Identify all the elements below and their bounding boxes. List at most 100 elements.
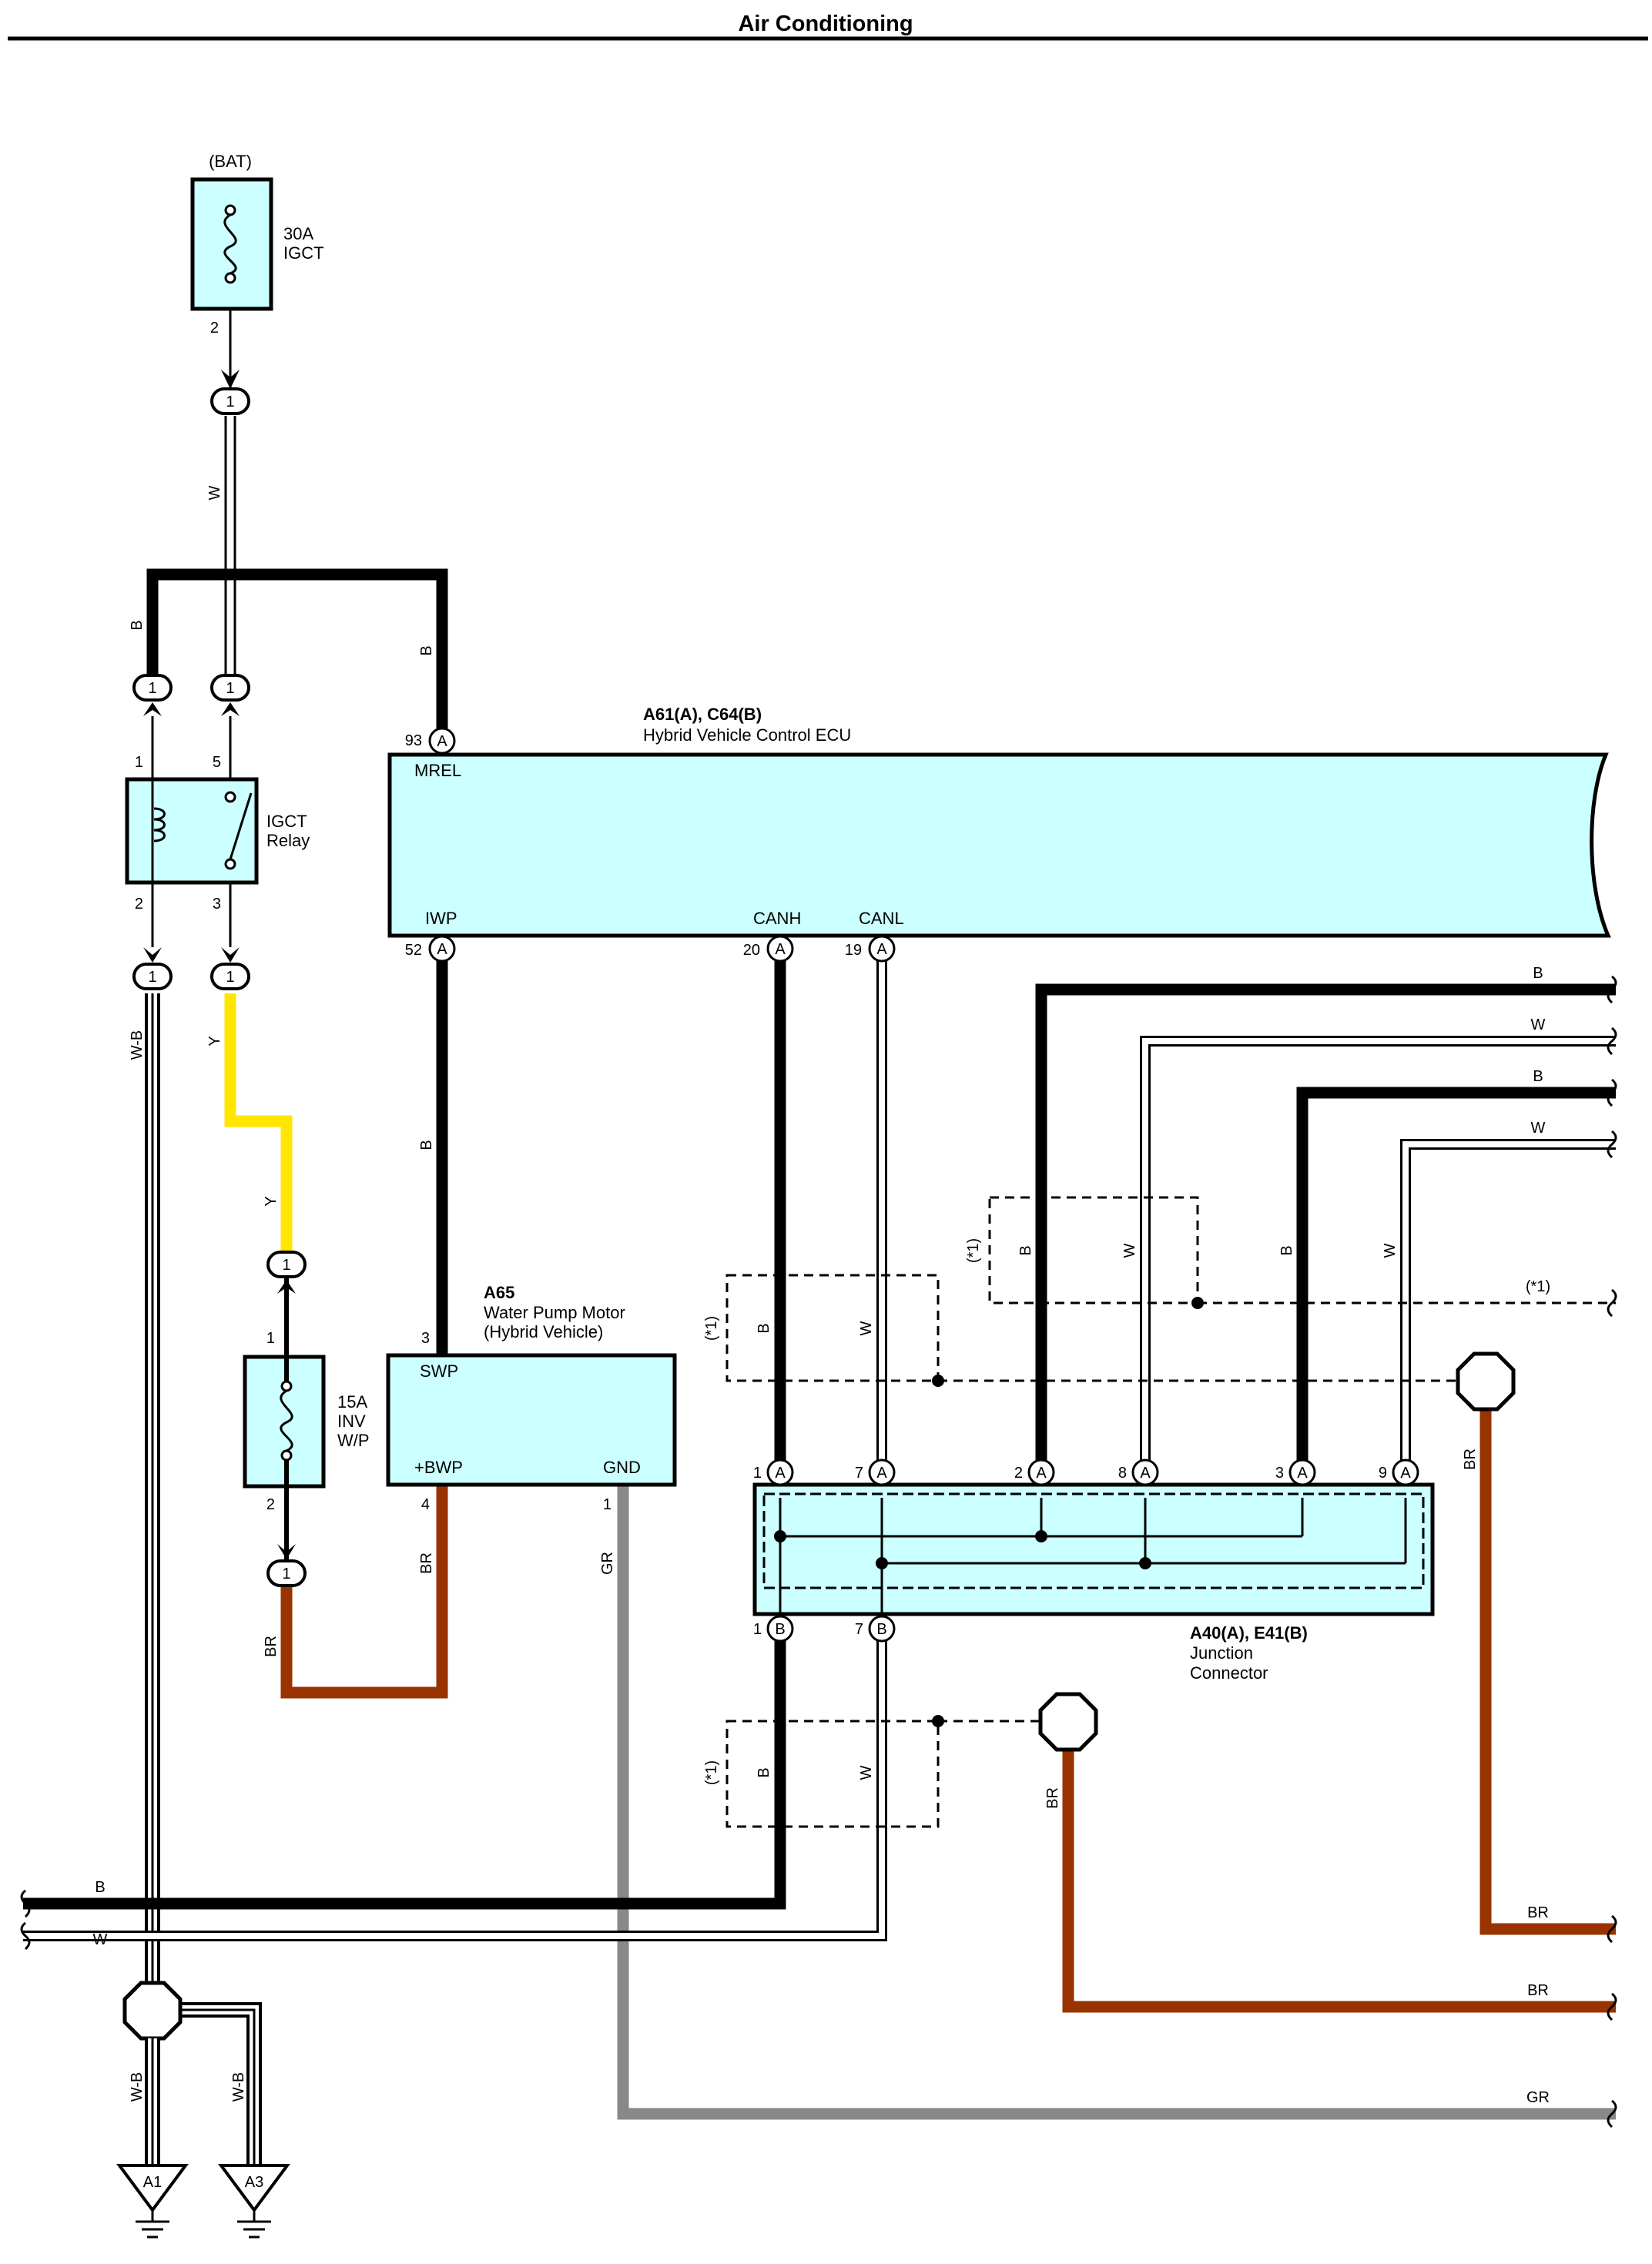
svg-text:W-B: W-B [129, 1030, 146, 1060]
shield-box-top-left [725, 1274, 1463, 1387]
relay-pin-3: 3 [213, 896, 221, 913]
fuse-igct: (BAT) 30A IGCT 2 [190, 152, 324, 389]
pump-pin-1: 1 [603, 1496, 612, 1513]
svg-text:A: A [437, 941, 447, 958]
svg-text:BR: BR [1527, 1982, 1549, 1999]
inline-connector-fuse-bottom: 1 [266, 1559, 307, 1587]
junction-name-1: Junction [1190, 1643, 1253, 1663]
svg-text:19: 19 [845, 942, 862, 959]
svg-text:W: W [93, 1931, 108, 1948]
svg-text:W: W [206, 485, 223, 500]
wire-color-labels: W B B W-B Y Y B BR BR GR B W B W B W BR … [93, 485, 1551, 2106]
junction-pin-a8: A 8 [1118, 1459, 1159, 1486]
junction-name-2: Connector [1190, 1663, 1268, 1683]
junction-connector: A40(A), E41(B) Junction Connector [752, 1482, 1435, 1683]
svg-text:B: B [756, 1323, 772, 1333]
wire-y-relay-fuse [224, 993, 293, 1252]
relay-label-2: Relay [266, 831, 310, 850]
svg-text:BR: BR [1527, 1904, 1549, 1921]
svg-text:9: 9 [1379, 1465, 1387, 1482]
relay-pin-1: 1 [135, 754, 143, 771]
wire-b-relay-mrel [146, 568, 448, 728]
svg-text:W: W [858, 1765, 875, 1780]
shield-ground-point-top [1456, 1351, 1516, 1412]
relay-label-1: IGCT [266, 812, 307, 831]
ecu-pin-52: A 52 [405, 935, 456, 963]
svg-text:8: 8 [1118, 1465, 1127, 1482]
svg-text:A: A [1297, 1465, 1308, 1482]
ecu-pin-19: A 19 [845, 935, 896, 963]
svg-text:(*1): (*1) [965, 1238, 982, 1263]
svg-text:B: B [876, 1621, 886, 1638]
wire-br-fuse-pump [280, 1486, 448, 1699]
svg-text:Y: Y [263, 1196, 280, 1206]
ecu-pin-93: A 93 [405, 727, 456, 755]
svg-text:1: 1 [148, 680, 156, 697]
ecu-terminal-iwp: IWP [425, 909, 457, 928]
wire-w-a8-right [1140, 1036, 1616, 1472]
svg-text:A: A [876, 1465, 887, 1482]
relay-connector-arrows [143, 702, 296, 1559]
svg-text:BR: BR [418, 1552, 435, 1574]
page-title: Air Conditioning [738, 12, 913, 36]
svg-text:W: W [858, 1321, 875, 1335]
svg-text:93: 93 [405, 732, 422, 749]
svg-text:B: B [129, 620, 146, 630]
fuse-name-label: IGCT [283, 243, 324, 263]
svg-text:W: W [1531, 1016, 1546, 1033]
fuse-inv-line3: W/P [337, 1431, 370, 1450]
svg-text:BR: BR [1462, 1448, 1479, 1470]
relay-igct: IGCT Relay 1 5 2 3 [125, 716, 310, 947]
svg-text:1: 1 [148, 969, 156, 986]
svg-text:1: 1 [226, 969, 234, 986]
inline-connector-w-top: 1 [210, 387, 250, 415]
ground-junction-point [122, 1981, 183, 2041]
ecu-terminal-canh: CANH [753, 909, 801, 928]
junction-code: A40(A), E41(B) [1190, 1623, 1308, 1643]
svg-text:52: 52 [405, 942, 422, 959]
relay-pin-5: 5 [213, 754, 221, 771]
shield-box-top-right [988, 1196, 1616, 1309]
fuse-inv-pin-bottom: 2 [266, 1496, 275, 1513]
svg-text:W-B: W-B [129, 2072, 146, 2102]
wire-b-a3-right [1296, 1087, 1616, 1472]
pump-code: A65 [484, 1283, 514, 1302]
ecu-name: Hybrid Vehicle Control ECU [643, 725, 851, 745]
svg-text:B: B [775, 1621, 785, 1638]
bat-pin-label: 2 [210, 320, 219, 337]
svg-text:A: A [876, 941, 887, 958]
svg-text:B: B [418, 1140, 435, 1150]
svg-text:B: B [1533, 1068, 1543, 1085]
pump-name-2: (Hybrid Vehicle) [484, 1322, 603, 1341]
junction-pin-a1: A 1 [753, 1459, 794, 1486]
relay-pin-2: 2 [135, 896, 143, 913]
ground-a3: A3 [218, 2164, 290, 2239]
svg-text:3: 3 [1275, 1465, 1284, 1482]
wire-br-shield-top [1479, 1405, 1616, 1935]
pump-pin-4: 4 [421, 1496, 430, 1513]
svg-text:Y: Y [206, 1036, 223, 1046]
inline-connector-relay-3: 1 [210, 963, 250, 990]
fuse-inv-wp: 15A INV W/P 1 2 [243, 1330, 370, 1513]
shield-box-bottom [725, 1715, 1044, 1828]
wire-br-shield-bottom [1062, 1744, 1616, 2013]
svg-text:BR: BR [263, 1636, 280, 1657]
fuse-inv-line2: INV [337, 1412, 366, 1431]
svg-text:B: B [1017, 1245, 1034, 1255]
junction-pin-a3: A 3 [1275, 1459, 1316, 1486]
svg-text:(*1): (*1) [1526, 1278, 1550, 1295]
ground-a1: A1 [116, 2038, 189, 2239]
svg-text:A: A [1036, 1465, 1047, 1482]
svg-text:1: 1 [753, 1621, 762, 1638]
svg-text:A3: A3 [245, 2174, 263, 2191]
ecu-hybrid-vehicle-control: A61(A), C64(B) Hybrid Vehicle Control EC… [387, 705, 1611, 938]
svg-text:A: A [775, 1465, 786, 1482]
svg-text:B: B [95, 1879, 105, 1896]
svg-text:B: B [418, 645, 435, 655]
pump-terminal-gnd: GND [603, 1458, 641, 1477]
pump-name-1: Water Pump Motor [484, 1303, 625, 1322]
inline-connector-relay-1: 1 [132, 674, 173, 702]
ecu-pin-20: A 20 [743, 935, 794, 963]
inline-connector-relay-2: 1 [132, 963, 173, 990]
fuse-inv-amp: 15A [337, 1392, 367, 1412]
